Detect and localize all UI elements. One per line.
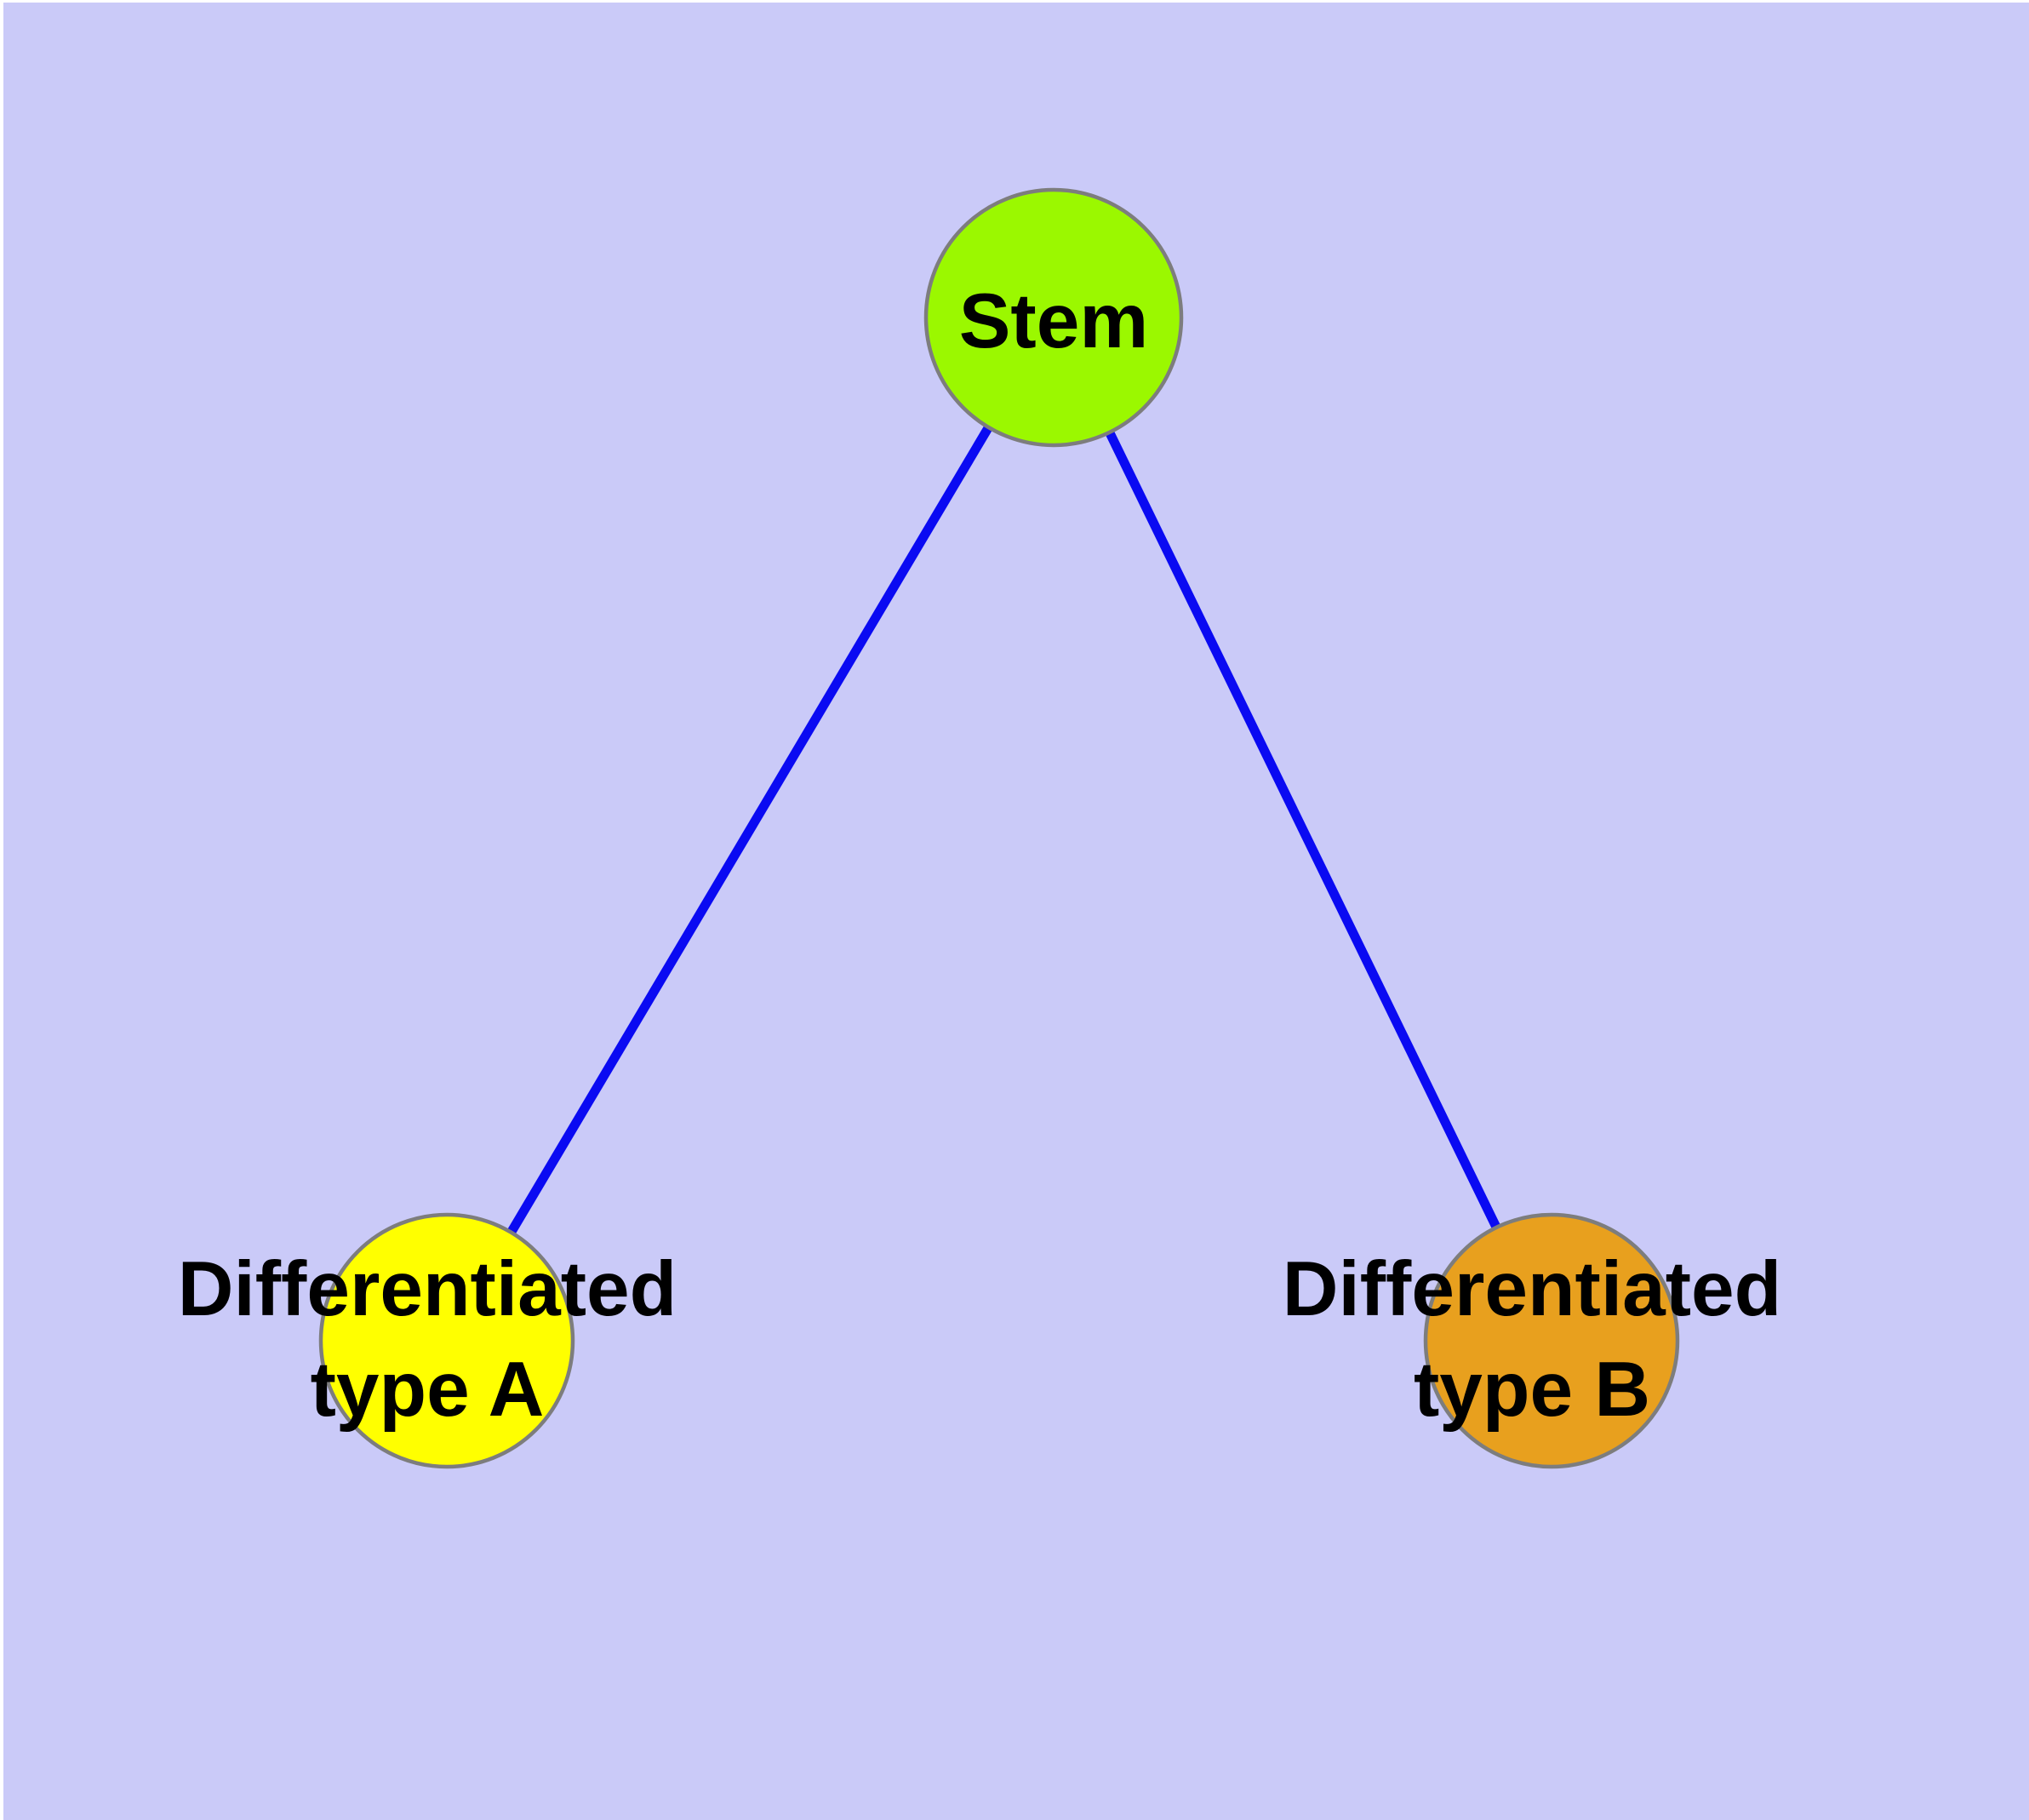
node-label-stem: Stem xyxy=(959,278,1149,364)
edge-stem-to-type-a xyxy=(443,315,1058,1343)
node-label-type-a-line1: Differentiated xyxy=(178,1246,677,1332)
node-stem xyxy=(923,187,1184,448)
node-label-type-a-line2: type A xyxy=(311,1347,545,1433)
edge-stem-to-type-b xyxy=(1049,315,1556,1343)
node-differentiated-type-b xyxy=(1423,1212,1680,1469)
node-label-type-b-line1: Differentiated xyxy=(1283,1246,1782,1332)
node-label-type-b-line2: type B xyxy=(1414,1347,1650,1433)
node-differentiated-type-a xyxy=(318,1212,575,1469)
